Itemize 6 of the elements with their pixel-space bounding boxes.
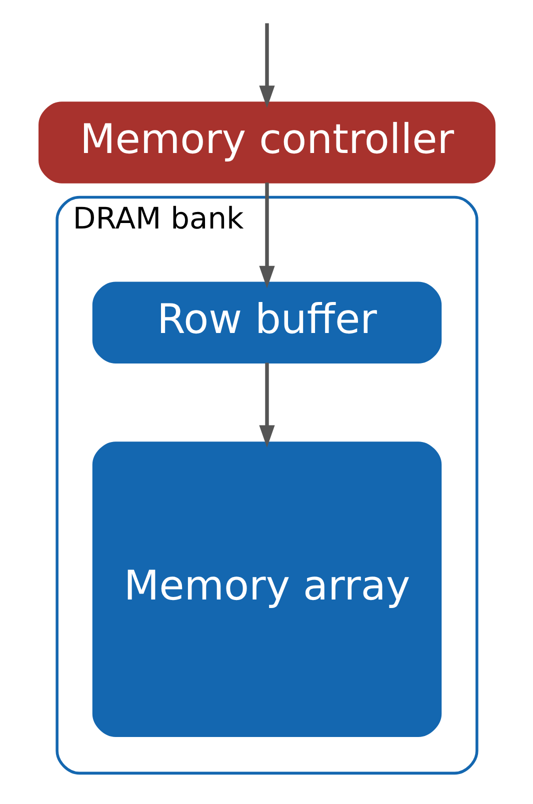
arrow (258, 362, 274, 448)
node-box: Memory array (92, 442, 442, 737)
arrow (258, 182, 274, 288)
node-box: Row buffer (92, 282, 442, 364)
arrow (258, 23, 274, 108)
node-box: Memory controller (38, 102, 495, 184)
